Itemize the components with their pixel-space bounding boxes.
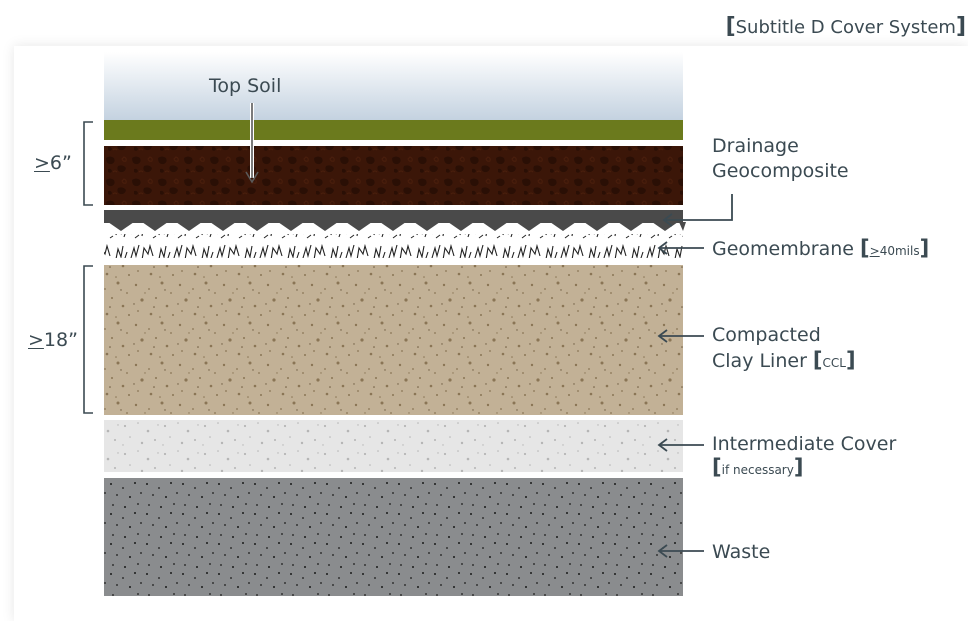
waste-arrow (657, 544, 704, 558)
subtitle: [Subtitle D Cover System] (725, 14, 966, 39)
clay-arrow (657, 329, 704, 343)
geomembrane-layer (104, 234, 683, 258)
label-clay-liner: Compacted Clay Liner [CCL] (712, 324, 856, 372)
label-drainage-geocomposite: Drainage Geocomposite (712, 135, 849, 182)
waste-layer (104, 478, 683, 596)
label-geomembrane: Geomembrane [>40mils] (712, 236, 930, 260)
top-soil-arrow (245, 103, 259, 184)
label-waste: Waste (712, 541, 771, 563)
sky-layer (104, 52, 683, 120)
label-top-soil: Top Soil (209, 75, 282, 97)
bracket-6in (83, 121, 93, 206)
top-soil-layer (104, 146, 683, 205)
clay-liner-layer (104, 265, 683, 415)
dim-18in: >18” (28, 329, 78, 351)
drainage-arrow (662, 194, 733, 227)
grass-layer (104, 120, 683, 140)
drainage-geocomposite-layer (104, 210, 686, 231)
intermediate-cover-layer (104, 420, 683, 472)
dim-6in: >6” (34, 152, 72, 174)
label-intermediate-cover: Intermediate Cover [if necessary] (712, 433, 897, 479)
geomembrane-arrow (657, 241, 704, 255)
intermediate-arrow (657, 438, 704, 452)
bracket-18in (83, 265, 93, 414)
